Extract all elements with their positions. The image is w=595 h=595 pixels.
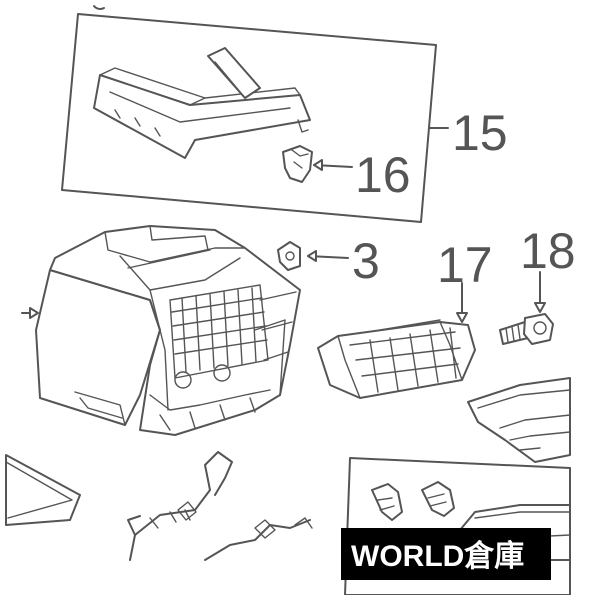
leader-lines — [21, 127, 546, 323]
watermark-background — [341, 528, 551, 580]
console-upper-panel-part — [93, 47, 311, 159]
callout-17: 17 — [437, 237, 493, 293]
inset-box-top — [61, 5, 437, 223]
bolt-part-18 — [499, 313, 554, 345]
floor-panel-part — [5, 454, 81, 526]
storage-tray-part-17 — [317, 319, 476, 399]
callout-3: 3 — [352, 233, 380, 289]
clip-part-16 — [282, 145, 313, 183]
wire-harness-part — [127, 451, 313, 561]
callout-18: 18 — [520, 223, 576, 279]
side-vent-part — [467, 377, 571, 463]
console-box-part — [35, 225, 301, 436]
callout-15: 15 — [452, 105, 508, 161]
clip-part-3 — [277, 241, 301, 271]
callout-16: 16 — [355, 147, 411, 203]
watermark: WORLD倉庫 — [341, 528, 551, 580]
watermark-label: WORLD倉庫 — [351, 539, 524, 573]
